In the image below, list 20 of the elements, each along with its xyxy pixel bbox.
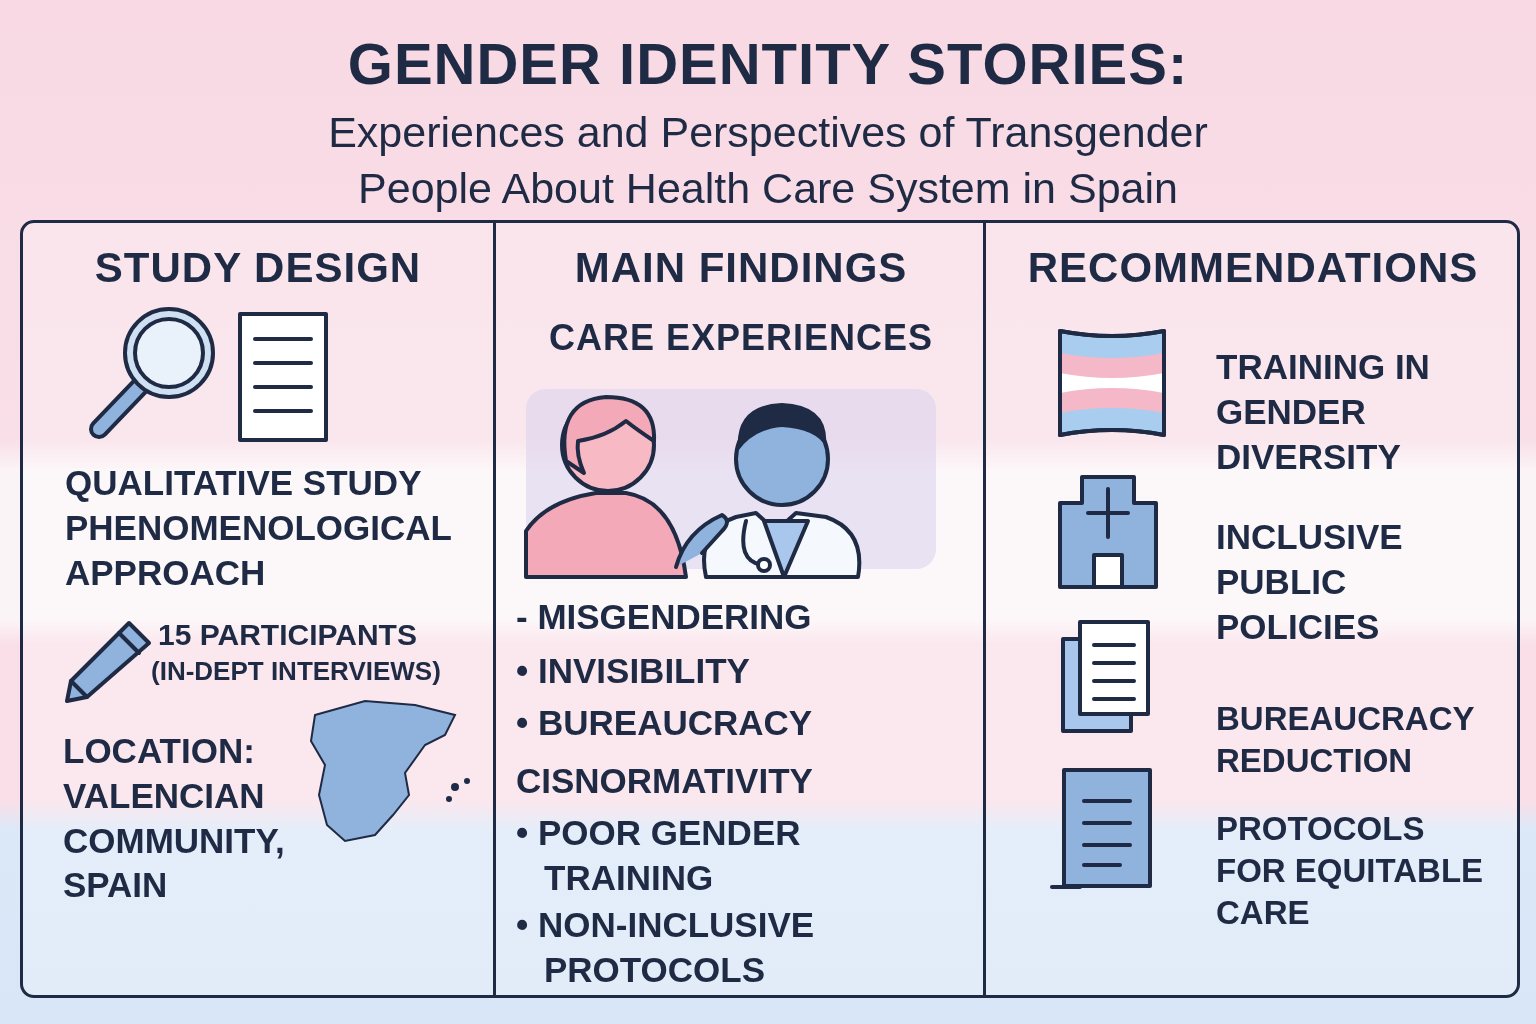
column-heading: MAIN FINDINGS bbox=[573, 243, 909, 293]
subheading: CISNORMATIVITY bbox=[516, 760, 814, 802]
subheading: CARE EXPERIENCES bbox=[547, 316, 935, 360]
column-heading: STUDY DESIGN bbox=[93, 243, 423, 293]
participants-text: 15 PARTICIPANTS bbox=[158, 617, 418, 653]
recommendation-text: INCLUSIVE PUBLIC POLICIES bbox=[1216, 516, 1404, 648]
recommendation-text: TRAINING IN GENDER DIVERSITY bbox=[1216, 346, 1431, 478]
recommendation-text: BUREAUCRACY REDUCTION bbox=[1216, 699, 1475, 782]
finding-text: • BUREAUCRACY bbox=[516, 702, 814, 744]
study-type-text: QUALITATIVE STUDY PHENOMENOLOGICAL APPROACH bbox=[65, 462, 453, 594]
title: GENDER IDENTITY STORIES: bbox=[346, 30, 1190, 97]
finding-text: • NON-INCLUSIVE PROTOCOLS bbox=[516, 904, 816, 991]
recommendation-text: PROTOCOLS FOR EQUITABLE CARE bbox=[1216, 809, 1485, 934]
column-heading: RECOMMENDATIONS bbox=[1026, 243, 1480, 293]
interview-note: (IN-DEPT INTERVIEWS) bbox=[151, 655, 442, 688]
finding-text: - MISGENDERING bbox=[516, 596, 813, 638]
finding-text: • INVISIBILITY bbox=[516, 650, 751, 692]
subtitle: Experiences and Perspectives of Transgender People About Health Care System in Spain bbox=[327, 107, 1209, 214]
finding-text: • POOR GENDER TRAINING bbox=[516, 812, 802, 899]
location-text: LOCATION: VALENCIAN COMMUNITY, SPAIN bbox=[63, 730, 286, 907]
